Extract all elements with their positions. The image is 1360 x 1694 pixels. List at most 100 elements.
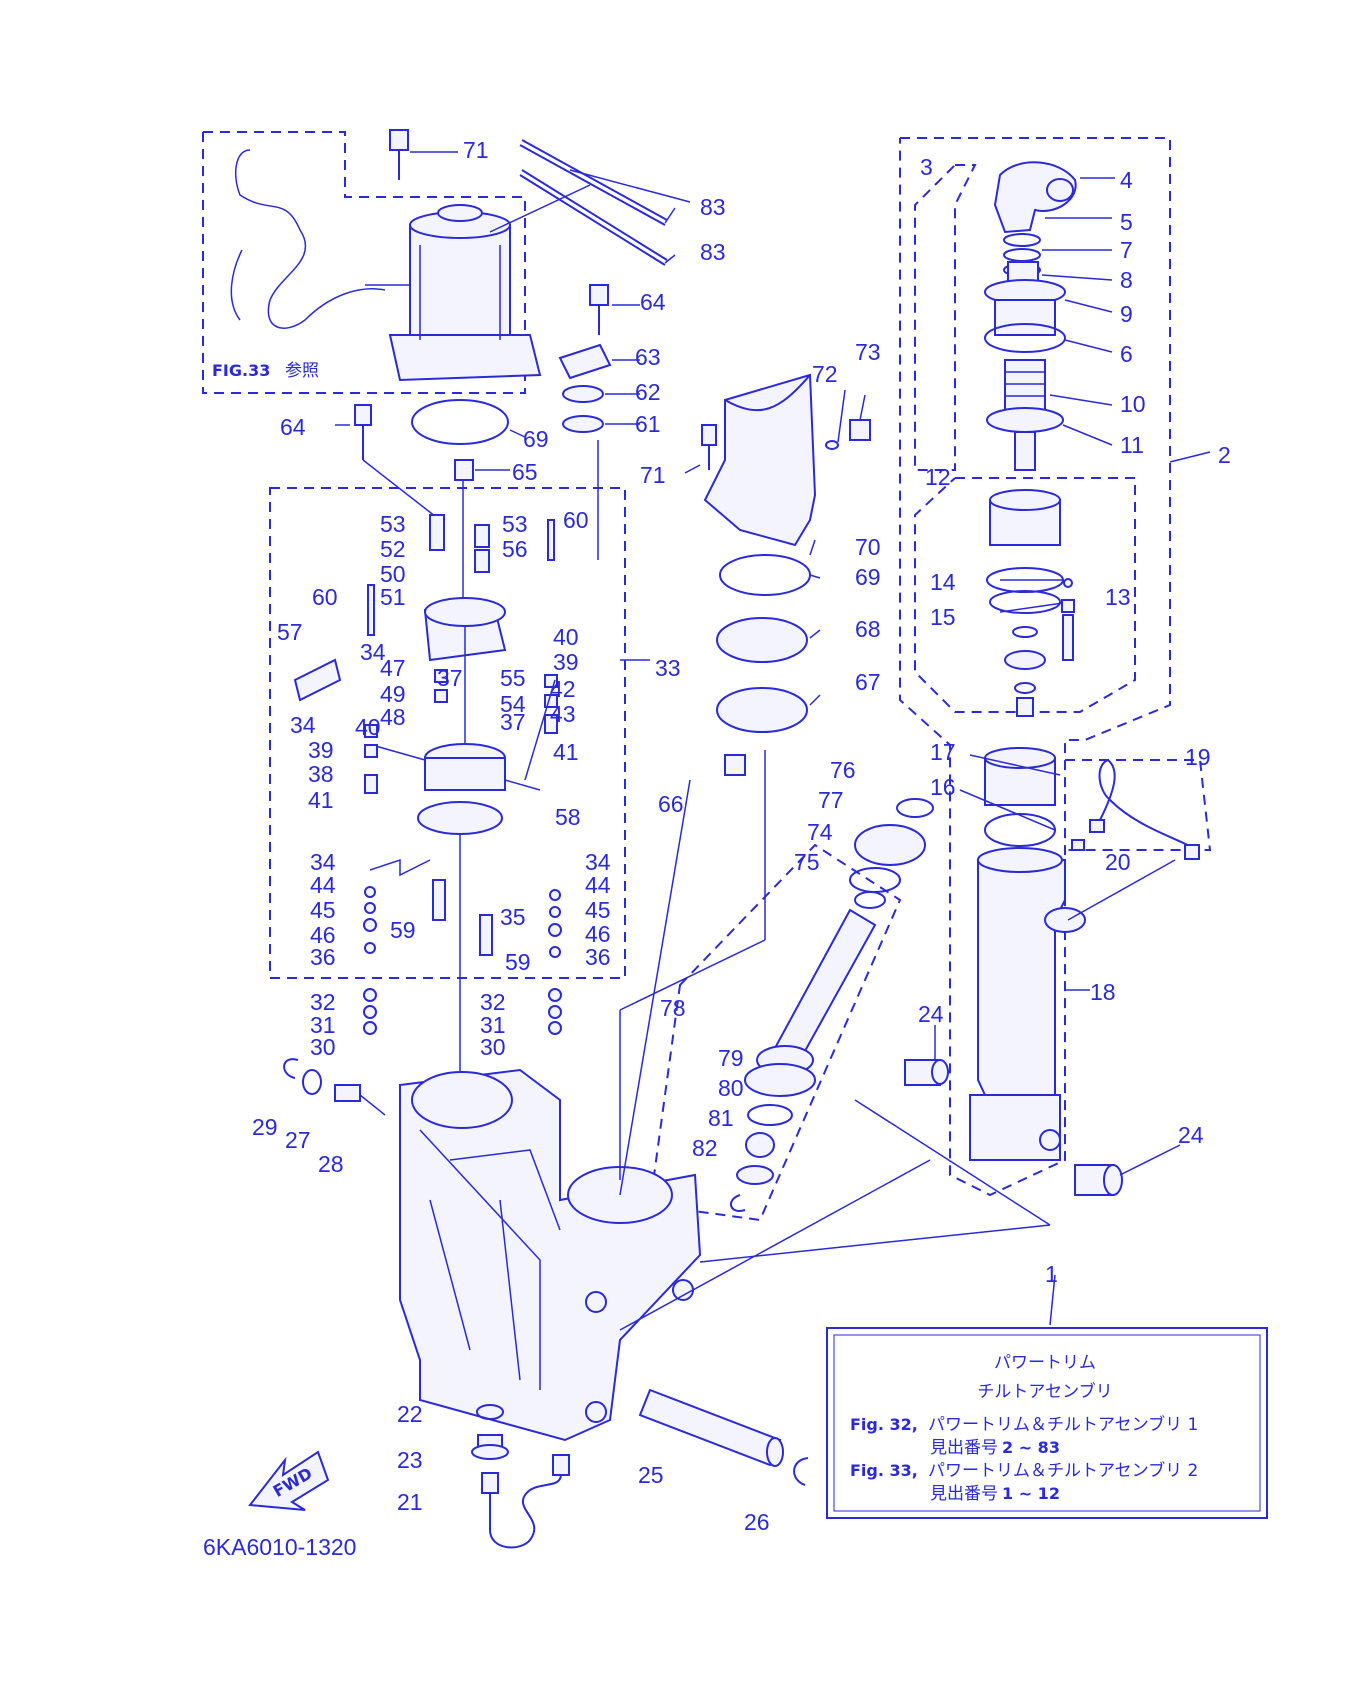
fig-ref-number[interactable]: FIG.33 <box>212 361 270 380</box>
callout-73[interactable]: 73 <box>855 339 881 365</box>
callout-24[interactable]: 24 <box>918 1001 944 1027</box>
callout-80[interactable]: 80 <box>718 1075 744 1101</box>
callout-33[interactable]: 33 <box>655 655 681 681</box>
callout-13[interactable]: 13 <box>1105 584 1131 610</box>
callout-71[interactable]: 71 <box>463 137 489 163</box>
callout-3[interactable]: 3 <box>920 154 933 180</box>
callout-24[interactable]: 24 <box>1178 1122 1204 1148</box>
callout-2[interactable]: 2 <box>1218 442 1231 468</box>
callout-44[interactable]: 44 <box>310 872 336 898</box>
callout-74[interactable]: 74 <box>807 819 833 845</box>
callout-60[interactable]: 60 <box>563 507 589 533</box>
callout-32[interactable]: 32 <box>310 989 336 1015</box>
callout-67[interactable]: 67 <box>855 669 881 695</box>
callout-39[interactable]: 39 <box>308 737 334 763</box>
callout-32[interactable]: 32 <box>480 989 506 1015</box>
callout-53[interactable]: 53 <box>502 511 528 537</box>
callout-25[interactable]: 25 <box>638 1462 664 1488</box>
callout-63[interactable]: 63 <box>635 344 661 370</box>
callout-22[interactable]: 22 <box>397 1401 423 1427</box>
callout-77[interactable]: 77 <box>818 787 844 813</box>
callout-64[interactable]: 64 <box>280 414 306 440</box>
callout-41[interactable]: 41 <box>553 739 579 765</box>
callout-81[interactable]: 81 <box>708 1105 734 1131</box>
callout-60[interactable]: 60 <box>312 584 338 610</box>
callout-10[interactable]: 10 <box>1120 391 1146 417</box>
callout-72[interactable]: 72 <box>812 361 838 387</box>
callout-53[interactable]: 53 <box>380 511 406 537</box>
callout-4[interactable]: 4 <box>1120 167 1133 193</box>
callout-52[interactable]: 52 <box>380 536 406 562</box>
callout-35[interactable]: 35 <box>500 904 526 930</box>
callout-42[interactable]: 42 <box>550 676 576 702</box>
callout-45[interactable]: 45 <box>310 897 336 923</box>
callout-50[interactable]: 50 <box>380 561 406 587</box>
callout-36[interactable]: 36 <box>585 944 611 970</box>
callout-18[interactable]: 18 <box>1090 979 1116 1005</box>
callout-30[interactable]: 30 <box>480 1034 506 1060</box>
callout-28[interactable]: 28 <box>318 1151 344 1177</box>
callout-48[interactable]: 48 <box>380 704 406 730</box>
callout-16[interactable]: 16 <box>930 774 956 800</box>
callout-66[interactable]: 66 <box>658 791 684 817</box>
callout-58[interactable]: 58 <box>555 804 581 830</box>
callout-11[interactable]: 11 <box>1120 432 1144 458</box>
callout-26[interactable]: 26 <box>744 1509 770 1535</box>
callout-79[interactable]: 79 <box>718 1045 744 1071</box>
callout-9[interactable]: 9 <box>1120 301 1133 327</box>
callout-23[interactable]: 23 <box>397 1447 423 1473</box>
callout-36[interactable]: 36 <box>310 944 336 970</box>
callout-14[interactable]: 14 <box>930 569 956 595</box>
callout-75[interactable]: 75 <box>794 849 820 875</box>
ref2-fig[interactable]: Fig. 33, <box>850 1461 918 1480</box>
callout-21[interactable]: 21 <box>397 1489 423 1515</box>
callout-30[interactable]: 30 <box>310 1034 336 1060</box>
callout-83[interactable]: 83 <box>700 194 726 220</box>
callout-59[interactable]: 59 <box>505 949 531 975</box>
callout-12[interactable]: 12 <box>925 464 951 490</box>
callout-64[interactable]: 64 <box>640 289 666 315</box>
callout-5[interactable]: 5 <box>1120 209 1133 235</box>
callout-15[interactable]: 15 <box>930 604 956 630</box>
callout-70[interactable]: 70 <box>855 534 881 560</box>
callout-59[interactable]: 59 <box>390 917 416 943</box>
callout-19[interactable]: 19 <box>1185 744 1211 770</box>
callout-47[interactable]: 47 <box>380 655 406 681</box>
callout-78[interactable]: 78 <box>660 995 686 1021</box>
callout-49[interactable]: 49 <box>380 681 406 707</box>
callout-37[interactable]: 37 <box>437 665 463 691</box>
callout-8[interactable]: 8 <box>1120 267 1133 293</box>
callout-54[interactable]: 54 <box>500 691 526 717</box>
callout-61[interactable]: 61 <box>635 411 661 437</box>
callout-40[interactable]: 40 <box>553 624 579 650</box>
callout-65[interactable]: 65 <box>512 459 538 485</box>
callout-55[interactable]: 55 <box>500 665 526 691</box>
callout-43[interactable]: 43 <box>550 701 576 727</box>
callout-34[interactable]: 34 <box>360 639 386 665</box>
callout-40[interactable]: 40 <box>355 714 381 740</box>
callout-31[interactable]: 31 <box>310 1012 336 1038</box>
callout-34[interactable]: 34 <box>585 849 611 875</box>
callout-56[interactable]: 56 <box>502 536 528 562</box>
callout-69[interactable]: 69 <box>523 426 549 452</box>
callout-31[interactable]: 31 <box>480 1012 506 1038</box>
callout-41[interactable]: 41 <box>308 787 334 813</box>
callout-17[interactable]: 17 <box>930 739 956 765</box>
callout-45[interactable]: 45 <box>585 897 611 923</box>
callout-69[interactable]: 69 <box>855 564 881 590</box>
callout-37[interactable]: 37 <box>500 709 526 735</box>
callout-46[interactable]: 46 <box>310 922 336 948</box>
callout-62[interactable]: 62 <box>635 379 661 405</box>
callout-7[interactable]: 7 <box>1120 237 1133 263</box>
callout-44[interactable]: 44 <box>585 872 611 898</box>
callout-27[interactable]: 27 <box>285 1127 311 1153</box>
callout-29[interactable]: 29 <box>252 1114 278 1140</box>
callout-76[interactable]: 76 <box>830 757 856 783</box>
callout-82[interactable]: 82 <box>692 1135 718 1161</box>
callout-51[interactable]: 51 <box>380 584 406 610</box>
callout-6[interactable]: 6 <box>1120 341 1133 367</box>
callout-34[interactable]: 34 <box>290 712 316 738</box>
callout-20[interactable]: 20 <box>1105 849 1131 875</box>
callout-46[interactable]: 46 <box>585 921 611 947</box>
callout-1[interactable]: 1 <box>1045 1261 1058 1287</box>
